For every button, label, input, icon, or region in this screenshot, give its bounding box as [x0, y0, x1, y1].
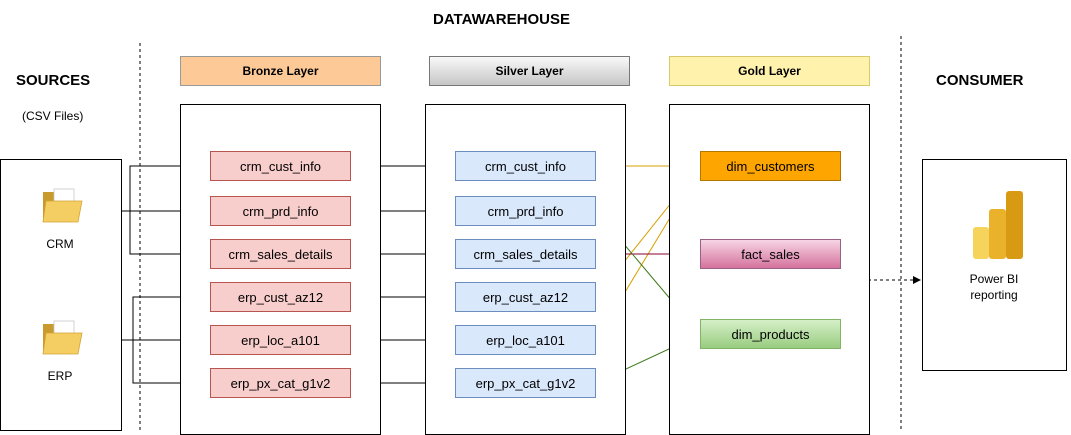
power-bi-icon [972, 191, 1024, 261]
consumer-panel [922, 159, 1067, 371]
silver-erp-loc-a101: erp_loc_a101 [455, 325, 596, 355]
bronze-erp-cust-az12: erp_cust_az12 [210, 282, 351, 312]
erp-folder-icon [40, 318, 84, 358]
consumer-label-line2: reporting [970, 288, 1018, 302]
crm-folder-icon [40, 186, 84, 226]
crm-label: CRM [46, 237, 74, 251]
silver-erp-px-cat-g1v2: erp_px_cat_g1v2 [455, 368, 596, 398]
consumer-title: CONSUMER [936, 72, 1024, 89]
consumer-label-line1: Power BI [969, 272, 1019, 286]
bronze-layer-header: Bronze Layer [180, 56, 381, 86]
sources-subtitle: (CSV Files) [22, 109, 84, 123]
bronze-crm-cust-info: crm_cust_info [210, 151, 351, 181]
datawarehouse-title: DATAWAREHOUSE [433, 11, 570, 28]
bronze-erp-px-cat-g1v2: erp_px_cat_g1v2 [210, 368, 351, 398]
silver-crm-prd-info: crm_prd_info [455, 196, 596, 226]
silver-layer-header: Silver Layer [429, 56, 630, 86]
gold-dim-products: dim_products [700, 319, 841, 349]
bronze-crm-sales-details: crm_sales_details [210, 239, 351, 269]
silver-erp-cust-az12: erp_cust_az12 [455, 282, 596, 312]
gold-fact-sales: fact_sales [700, 239, 841, 269]
erp-label: ERP [47, 369, 73, 383]
bronze-erp-loc-a101: erp_loc_a101 [210, 325, 351, 355]
silver-crm-cust-info: crm_cust_info [455, 151, 596, 181]
consumer-label: Power BI reporting [954, 271, 1034, 303]
gold-dim-customers: dim_customers [700, 151, 841, 181]
bronze-crm-prd-info: crm_prd_info [210, 196, 351, 226]
sources-title: SOURCES [16, 72, 91, 89]
silver-crm-sales-details: crm_sales_details [455, 239, 596, 269]
gold-layer-header: Gold Layer [669, 56, 870, 86]
